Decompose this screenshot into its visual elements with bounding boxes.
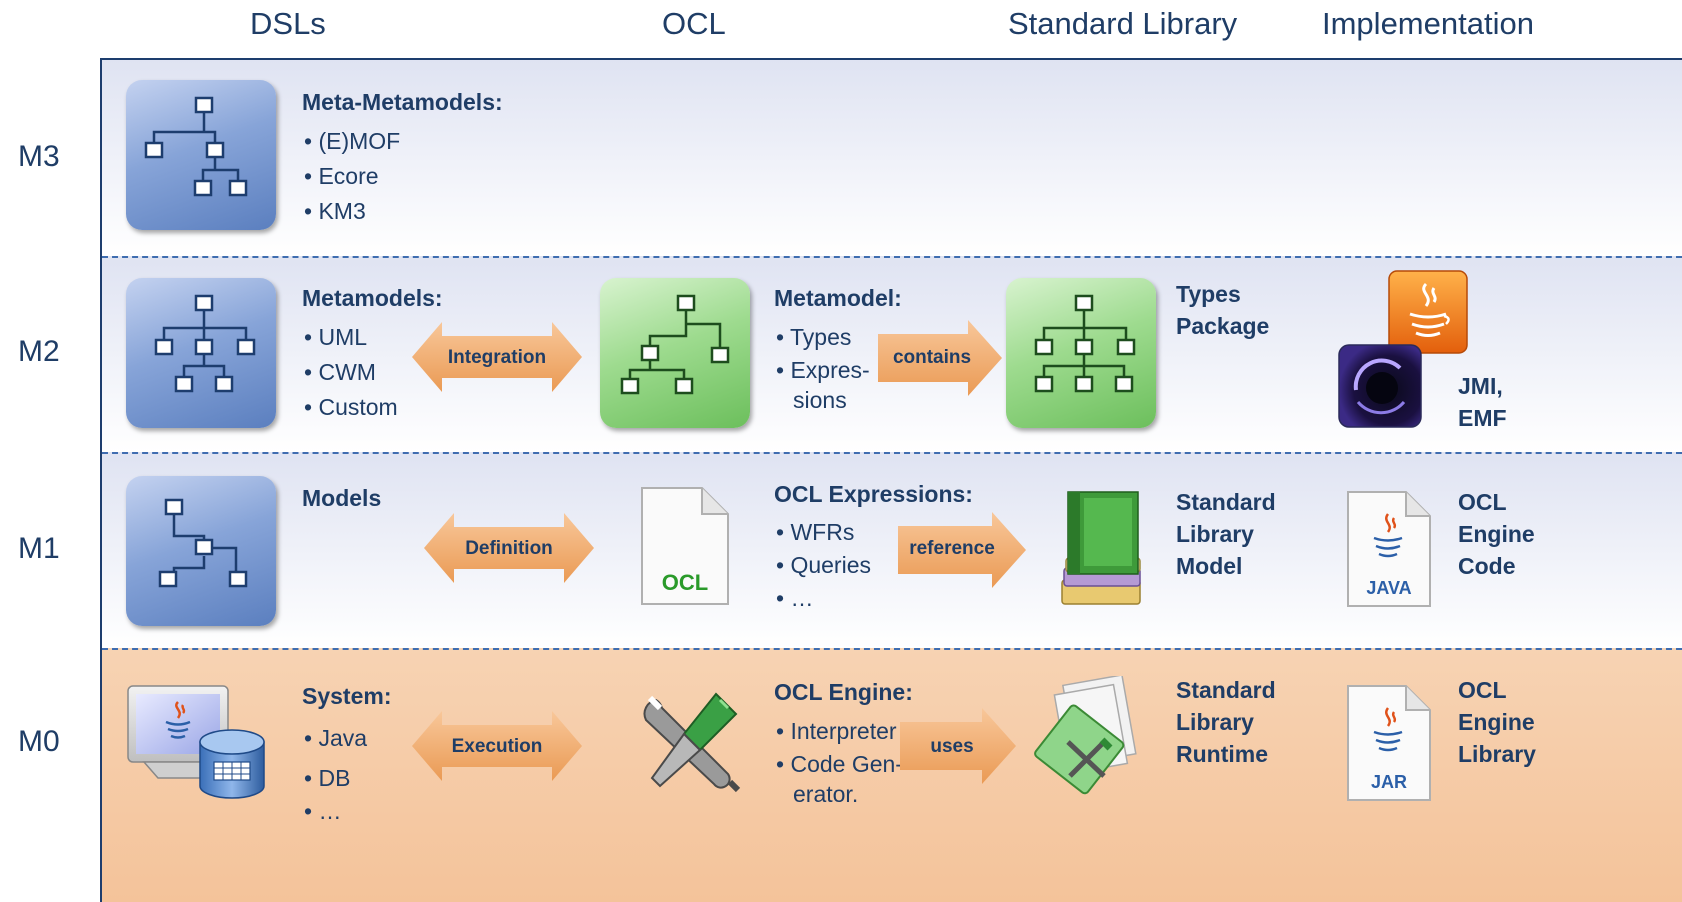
column-header-standard-library: Standard Library (1008, 6, 1238, 41)
tools-icon (643, 692, 741, 793)
ocl-metamodel-icon (600, 278, 750, 428)
list-item: Queries (776, 549, 871, 582)
m1-dsl-heading: Models (302, 485, 382, 511)
books-icon (1061, 491, 1141, 605)
m2-ocl-list: Types Expres- sions (776, 320, 870, 415)
jmi-emf-label: JMI, EMF (1458, 373, 1507, 431)
m2-ocl-heading: Metamodel: (774, 285, 902, 311)
ocl-engine-code-label: OCL Engine Code (1458, 489, 1535, 579)
reference-label: reference (909, 538, 995, 559)
diagram-frame (100, 58, 1682, 902)
row-label-m3: M3 (18, 140, 60, 173)
java-icon (1388, 270, 1468, 354)
list-item: sions (793, 387, 847, 413)
runtime-files-icon (1034, 676, 1137, 795)
list-item: UML (304, 320, 398, 355)
m0-dsl-heading: System: (302, 683, 392, 709)
list-item: KM3 (304, 194, 400, 229)
definition-arrow (424, 513, 594, 583)
list-item: erator. (793, 781, 859, 807)
contains-arrow (878, 320, 1002, 396)
jar-document-icon: JAR (1346, 684, 1432, 802)
separator-m2-m1 (102, 452, 1682, 454)
column-header-ocl: OCL (662, 6, 726, 41)
column-header-dsls: DSLs (250, 6, 326, 41)
integration-label: Integration (447, 347, 547, 368)
ocl-document-label: OCL (661, 570, 709, 595)
java-document-icon: JAVA (1346, 490, 1432, 608)
m3-dsl-heading: Meta-Metamodels: (302, 89, 503, 115)
list-item: Ecore (304, 159, 400, 194)
list-item: Types (776, 320, 870, 355)
m2-dsl-heading: Metamodels: (302, 285, 443, 311)
list-item: Expres- (776, 355, 869, 385)
row-label-m0: M0 (18, 725, 60, 758)
m1-ocl-list: WFRs Queries … (776, 516, 871, 615)
list-item: Custom (304, 390, 397, 425)
types-package-label: Types Package (1176, 281, 1270, 339)
list-item: DB (304, 758, 367, 798)
uses-arrow (900, 708, 1016, 784)
computer-database-icon (127, 685, 265, 799)
execution-label: Execution (451, 736, 543, 757)
m0-dsl-list: Java DB … (304, 718, 367, 824)
jar-document-label: JAR (1370, 772, 1407, 792)
types-package-icon (1006, 278, 1156, 428)
m1-ocl-heading: OCL Expressions: (774, 481, 973, 507)
list-item: Interpreter (776, 714, 903, 749)
separator-m3-m2 (102, 256, 1682, 258)
meta-metamodel-icon (126, 80, 276, 230)
m3-dsl-list: (E)MOF Ecore KM3 (304, 124, 400, 229)
contains-label: contains (892, 347, 972, 368)
list-item: … (304, 798, 367, 824)
execution-arrow (412, 711, 582, 781)
list-item: Java (304, 718, 367, 758)
list-item: Code Gen- (776, 749, 903, 779)
separator-m1-m0 (102, 648, 1682, 650)
row-label-m1: M1 (18, 532, 60, 565)
ocl-engine-library-label: OCL Engine Library (1458, 677, 1536, 767)
ocl-document-icon: OCL (640, 486, 730, 606)
java-document-label: JAVA (1366, 578, 1412, 598)
m2-dsl-list: UML CWM Custom (304, 320, 398, 425)
model-graph-icon (126, 476, 276, 626)
list-item: (E)MOF (304, 124, 400, 159)
integration-arrow (412, 322, 582, 392)
standard-library-runtime-label: Standard Library Runtime (1176, 677, 1276, 767)
m0-ocl-heading: OCL Engine: (774, 679, 913, 705)
m0-ocl-list: Interpreter Code Gen- erator. (776, 714, 903, 809)
standard-library-model-label: Standard Library Model (1176, 489, 1276, 579)
list-item: CWM (304, 355, 398, 390)
metamodel-tree-icon (126, 278, 276, 428)
uses-label: uses (930, 736, 974, 757)
reference-arrow (898, 512, 1026, 588)
list-item: … (776, 582, 871, 615)
eclipse-icon (1338, 344, 1422, 428)
list-item: WFRs (776, 516, 871, 549)
definition-label: Definition (465, 538, 553, 559)
row-label-m2: M2 (18, 335, 60, 368)
column-header-implementation: Implementation (1322, 6, 1534, 41)
